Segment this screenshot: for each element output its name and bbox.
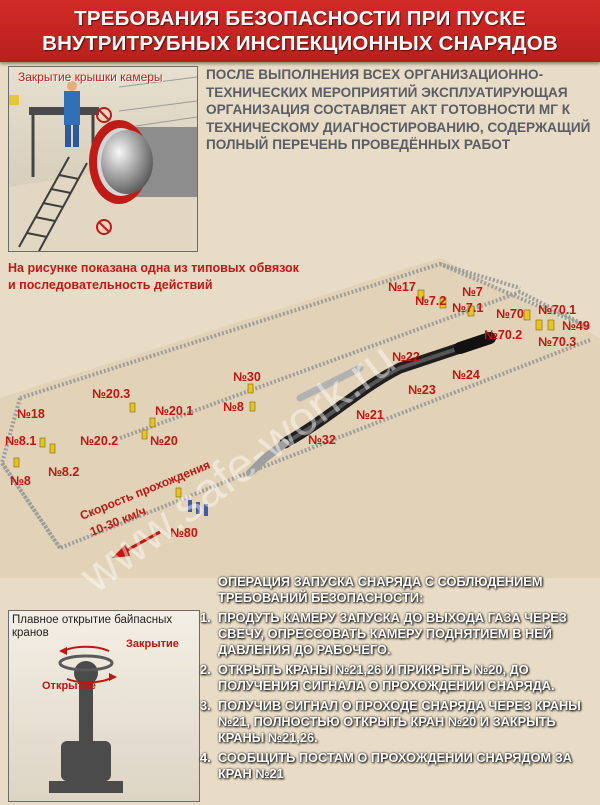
valve-label-30: №30 (233, 370, 261, 384)
valve-label-49: №49 (562, 319, 590, 333)
valve-label-70-1: №70.1 (538, 303, 576, 317)
step-number: 3. (200, 698, 211, 713)
launch-operation-steps: ОПЕРАЦИЯ ЗАПУСКА СНАРЯДА С СОБЛЮДЕНИЕМ Т… (200, 574, 596, 786)
bypass-valve-illustration (8, 610, 200, 802)
valve-label-21: №21 (356, 408, 384, 422)
header-banner: ТРЕБОВАНИЯ БЕЗОПАСНОСТИ ПРИ ПУСКЕ ВНУТРИ… (0, 0, 600, 62)
operations-heading: ОПЕРАЦИЯ ЗАПУСКА СНАРЯДА С СОБЛЮДЕНИЕМ Т… (218, 574, 543, 605)
valve-label-20-3: №20.3 (92, 387, 130, 401)
valve-label-20-2: №20.2 (80, 434, 118, 448)
step-text: СООБЩИТЬ ПОСТАМ О ПРОХОЖДЕНИИ СНАРЯДОМ З… (218, 750, 573, 781)
chamber-closing-illustration (8, 66, 198, 252)
step-text: ПРОДУТЬ КАМЕРУ ЗАПУСКА ДО ВЫХОДА ГАЗА ЧЕ… (218, 610, 567, 657)
valve-label-8-left: №8 (10, 474, 31, 488)
valve-label-7: №7 (462, 285, 483, 299)
valve-label-8-1: №8.1 (5, 434, 36, 448)
valve-label-70-3: №70.3 (538, 335, 576, 349)
valve-label-18: №18 (17, 407, 45, 421)
step-1: 1. ПРОДУТЬ КАМЕРУ ЗАПУСКА ДО ВЫХОДА ГАЗА… (200, 610, 596, 658)
pipeline-diagram: №17 №7.2 №7 №7.1 №70 №70.1 №49 №70.2 №70… (0, 258, 600, 578)
step-number: 1. (200, 610, 211, 625)
flow-direction-arrow (112, 530, 161, 558)
open-direction-label: Открытие (42, 680, 96, 692)
intro-text: ПОСЛЕ ВЫПОЛНЕНИЯ ВСЕХ ОРГАНИЗАЦИОННО-ТЕХ… (206, 67, 591, 153)
valve-panel-caption: Плавное открытие байпасных кранов (12, 614, 173, 639)
valve-label-70-2: №70.2 (484, 328, 522, 342)
chamber-drawing (9, 76, 197, 251)
valve-label-23: №23 (408, 383, 436, 397)
valve-label-22: №22 (392, 350, 420, 364)
step-text: ОТКРЫТЬ КРАНЫ №21,26 И ПРИКРЫТЬ №20, ДО … (218, 662, 555, 693)
valve-drawing (49, 645, 123, 793)
step-3: 3. ПОЛУЧИВ СИГНАЛ О ПРОХОДЕ СНАРЯДА ЧЕРЕ… (200, 698, 596, 746)
title-line-1: ТРЕБОВАНИЯ БЕЗОПАСНОСТИ ПРИ ПУСКЕ (74, 7, 526, 30)
valve-label-32: №32 (308, 433, 336, 447)
title-line-2: ВНУТРИТРУБНЫХ ИНСПЕКЦИОННЫХ СНАРЯДОВ (42, 32, 558, 55)
valve-label-20: №20 (150, 434, 178, 448)
valve-label-7-2: №7.2 (415, 294, 446, 308)
valve-label-24: №24 (452, 368, 480, 382)
diagram-note: На рисунке показана одна из типовых обвя… (8, 261, 299, 292)
step-number: 2. (200, 662, 211, 677)
valve-label-70: №70 (496, 307, 524, 321)
step-2: 2. ОТКРЫТЬ КРАНЫ №21,26 И ПРИКРЫТЬ №20, … (200, 662, 596, 694)
valve-label-17: №17 (388, 280, 416, 294)
valve-label-80: №80 (170, 526, 198, 540)
valve-label-7-1: №7.1 (452, 301, 483, 315)
valve-label-20-1: №20.1 (155, 404, 193, 418)
valve-label-8-top: №8 (223, 400, 244, 414)
step-number: 4. (200, 750, 211, 765)
step-4: 4. СООБЩИТЬ ПОСТАМ О ПРОХОЖДЕНИИ СНАРЯДО… (200, 750, 596, 782)
valve-label-8-2: №8.2 (48, 465, 79, 479)
chamber-caption: Закрытие крышки камеры (18, 70, 163, 84)
step-text: ПОЛУЧИВ СИГНАЛ О ПРОХОДЕ СНАРЯДА ЧЕРЕЗ К… (218, 698, 581, 745)
close-direction-label: Закрытие (126, 638, 179, 650)
